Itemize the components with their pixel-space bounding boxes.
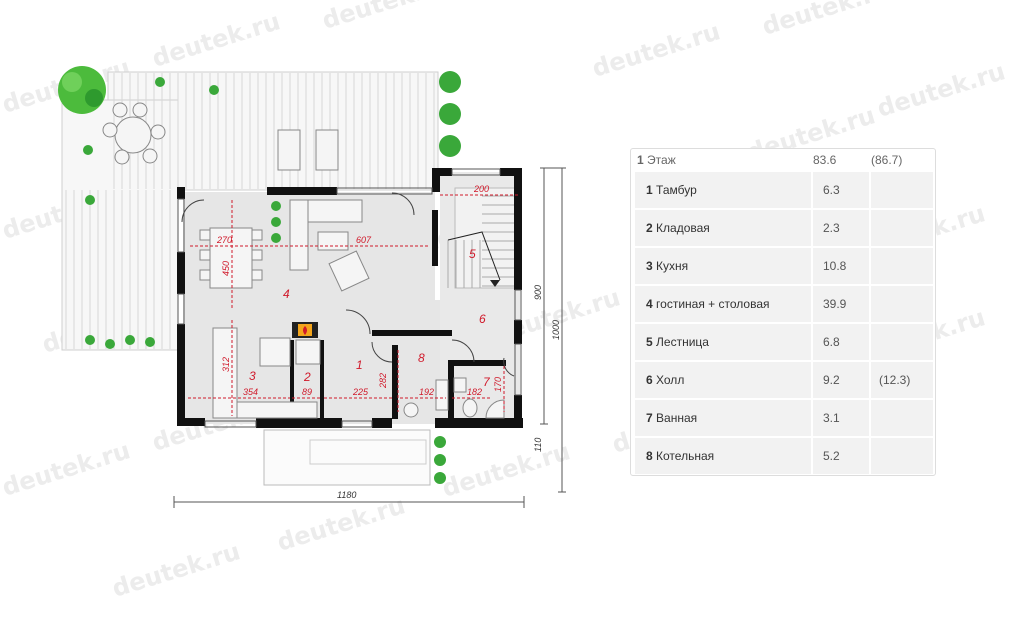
- dim-450: 450: [221, 261, 231, 276]
- room-area-extra: (12.3): [871, 362, 933, 398]
- room-name: Ванная: [656, 411, 698, 425]
- room-area: 6.3: [813, 172, 869, 208]
- room-number-3: 3: [249, 369, 256, 383]
- dim-1180: 1180: [337, 490, 356, 500]
- floor-number: 1: [637, 153, 644, 167]
- room-number: 2: [646, 221, 653, 235]
- room-area: 5.2: [813, 438, 869, 474]
- room-number: 3: [646, 259, 653, 273]
- dim-270: 270: [216, 235, 232, 245]
- overall-dimensions: [173, 167, 566, 508]
- room-name: Кухня: [656, 259, 689, 273]
- floor-area-total: (86.7): [871, 153, 903, 167]
- room-name-cell: 3 Кухня: [635, 248, 811, 284]
- staircase: [447, 195, 514, 288]
- dim-312: 312: [221, 357, 231, 372]
- room-area-extra: [871, 286, 933, 322]
- dim-1000: 1000: [551, 320, 561, 340]
- room-area: 3.1: [813, 400, 869, 436]
- table-header: 1 Этаж 83.6 (86.7): [631, 149, 935, 170]
- dim-354: 354: [243, 387, 258, 397]
- room-name-cell: 6 Холл: [635, 362, 811, 398]
- floor-area: 83.6: [813, 153, 837, 167]
- dimension-lines: [188, 194, 520, 416]
- walls: [177, 168, 523, 428]
- room-area-extra: [871, 210, 933, 246]
- room-area: 10.8: [813, 248, 869, 284]
- dim-607: 607: [356, 235, 372, 245]
- room-number: 4: [646, 297, 653, 311]
- porch: [263, 429, 431, 486]
- dim-110: 110: [533, 438, 543, 452]
- dim-200: 200: [473, 184, 489, 194]
- room-area-extra: [871, 324, 933, 360]
- room-number-2: 2: [303, 370, 311, 384]
- room-area: 6.8: [813, 324, 869, 360]
- fireplace-icon: [292, 322, 318, 338]
- floor-area: [183, 172, 520, 424]
- plants: [58, 66, 461, 484]
- room-number: 8: [646, 449, 653, 463]
- watermark: deutek.ru: [873, 57, 1009, 123]
- room-area: 2.3: [813, 210, 869, 246]
- room-name: Кладовая: [656, 221, 710, 235]
- room-number: 5: [646, 335, 653, 349]
- room-name-cell: 1 Тамбур: [635, 172, 811, 208]
- room-name: гостиная + столовая: [656, 297, 770, 311]
- room-number-6: 6: [479, 312, 486, 326]
- windows: [177, 168, 522, 428]
- room-name-cell: 8 Котельная: [635, 438, 811, 474]
- room-name: Лестница: [656, 335, 709, 349]
- room-number: 7: [646, 411, 653, 425]
- dim-225: 225: [352, 387, 369, 397]
- room-number: 1: [646, 183, 653, 197]
- room-name-cell: 5 Лестница: [635, 324, 811, 360]
- dim-89: 89: [302, 387, 312, 397]
- room-area-extra: [871, 248, 933, 284]
- room-number-7: 7: [483, 375, 491, 389]
- room-name-cell: 2 Кладовая: [635, 210, 811, 246]
- room-area: 9.2: [813, 362, 869, 398]
- room-number-4: 4: [283, 287, 290, 301]
- room-number-8: 8: [418, 351, 425, 365]
- room-name: Тамбур: [656, 183, 697, 197]
- room-name: Котельная: [656, 449, 715, 463]
- room-number-1: 1: [356, 358, 363, 372]
- room-area: 39.9: [813, 286, 869, 322]
- dim-900: 900: [533, 285, 543, 300]
- room-area-extra: [871, 172, 933, 208]
- watermark: deutek.ru: [758, 0, 894, 41]
- room-number: 6: [646, 373, 653, 387]
- dim-282: 282: [378, 373, 388, 389]
- furniture: [102, 102, 505, 419]
- floor-plan: 1 2 3 4 5 6 7 8 200 270 607 354 89 225 1…: [58, 66, 566, 508]
- room-name-cell: 7 Ванная: [635, 400, 811, 436]
- dim-182: 182: [467, 387, 482, 397]
- dim-192: 192: [419, 387, 434, 397]
- room-name: Холл: [656, 373, 685, 387]
- doors: [181, 192, 515, 377]
- room-number-5: 5: [469, 247, 476, 261]
- dim-170: 170: [493, 377, 503, 392]
- floor-label: Этаж: [647, 153, 676, 167]
- room-name-cell: 4 гостиная + столовая: [635, 286, 811, 322]
- room-area-extra: [871, 400, 933, 436]
- room-area-extra: [871, 438, 933, 474]
